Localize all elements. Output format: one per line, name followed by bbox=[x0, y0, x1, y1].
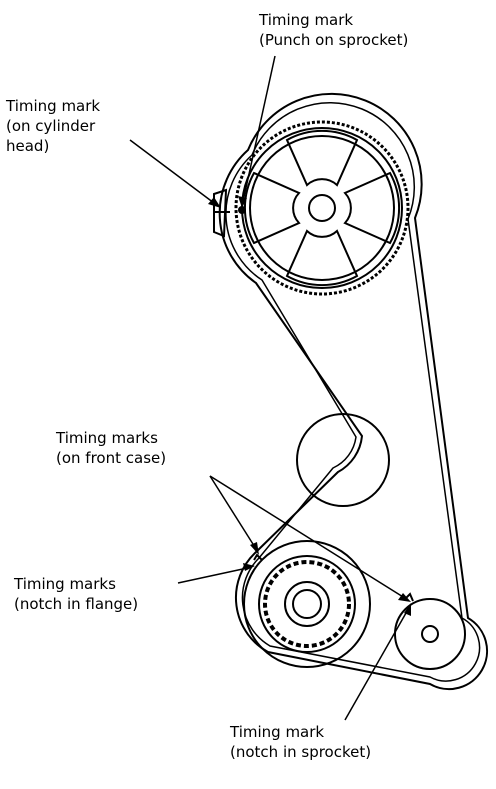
label-punch-mark-line1: Timing mark bbox=[259, 11, 354, 29]
label-flange-notch: Timing marks (notch in flange) bbox=[14, 574, 138, 614]
timing-belt-inner bbox=[225, 101, 481, 682]
timing-belt-outer bbox=[218, 92, 489, 691]
oil-pump-sprocket-rim bbox=[394, 598, 466, 670]
crankshaft-sprocket-teeth bbox=[263, 560, 351, 648]
crankshaft-hub bbox=[292, 589, 322, 619]
arrowhead-cylinder-head bbox=[208, 197, 221, 208]
camshaft-sprocket-window-right bbox=[343, 171, 401, 245]
label-sprocket-notch-line2: (notch in sprocket) bbox=[230, 743, 372, 761]
crankshaft-flange-notch bbox=[253, 553, 263, 561]
camshaft-sprocket bbox=[234, 120, 410, 296]
label-cylinder-head-line3: head) bbox=[6, 137, 50, 155]
camshaft-sprocket-window-left bbox=[243, 171, 301, 245]
arrowhead-sprocket-notch bbox=[404, 603, 411, 616]
label-front-case-line1: Timing marks bbox=[56, 429, 158, 447]
crankshaft-sprocket-rim bbox=[258, 555, 356, 653]
label-cylinder-head-mark: Timing mark (on cylinder head) bbox=[6, 96, 100, 156]
oil-pump-sprocket-hub bbox=[421, 625, 439, 643]
crankshaft-sprocket bbox=[243, 540, 371, 668]
arrowhead-front-case-1 bbox=[250, 542, 259, 555]
label-front-case-line2: (on front case) bbox=[56, 449, 167, 467]
label-cylinder-head-line2: (on cylinder bbox=[6, 117, 96, 135]
camshaft-sprocket-rim bbox=[241, 127, 403, 289]
arrowhead-flange-notch bbox=[243, 563, 255, 571]
crankshaft-flange bbox=[243, 540, 371, 668]
label-front-case-marks: Timing marks (on front case) bbox=[56, 428, 166, 468]
leader-front-case-1 bbox=[209, 475, 259, 553]
leader-punch-mark bbox=[241, 55, 276, 207]
label-punch-mark: Timing mark (Punch on sprocket) bbox=[259, 10, 408, 50]
label-punch-mark-line2: (Punch on sprocket) bbox=[259, 31, 409, 49]
label-sprocket-notch-line1: Timing mark bbox=[230, 723, 325, 741]
crankshaft-hub-ring bbox=[284, 581, 330, 627]
arrowhead-front-case-2 bbox=[398, 593, 411, 602]
arrowhead-punch-mark bbox=[238, 196, 247, 208]
label-flange-notch-line1: Timing marks bbox=[14, 575, 116, 593]
cylinder-head-mark-bracket bbox=[213, 188, 228, 238]
camshaft-sprocket-hub bbox=[308, 194, 336, 222]
camshaft-sprocket-teeth bbox=[234, 120, 410, 296]
leader-front-case-2 bbox=[209, 475, 409, 601]
label-flange-notch-line2: (notch in flange) bbox=[14, 595, 139, 613]
leader-sprocket-notch bbox=[344, 605, 411, 721]
label-cylinder-head-line1: Timing mark bbox=[6, 97, 101, 115]
camshaft-sprocket-window-top bbox=[285, 129, 359, 187]
leader-cylinder-head bbox=[129, 139, 219, 207]
label-sprocket-notch: Timing mark (notch in sprocket) bbox=[230, 722, 371, 762]
camshaft-sprocket-window-bottom bbox=[285, 229, 359, 287]
camshaft-sprocket-inner-ring bbox=[249, 135, 395, 281]
leader-flange-notch bbox=[177, 566, 253, 584]
oil-pump-sprocket bbox=[394, 592, 466, 670]
tensioner-pulley bbox=[296, 413, 390, 507]
